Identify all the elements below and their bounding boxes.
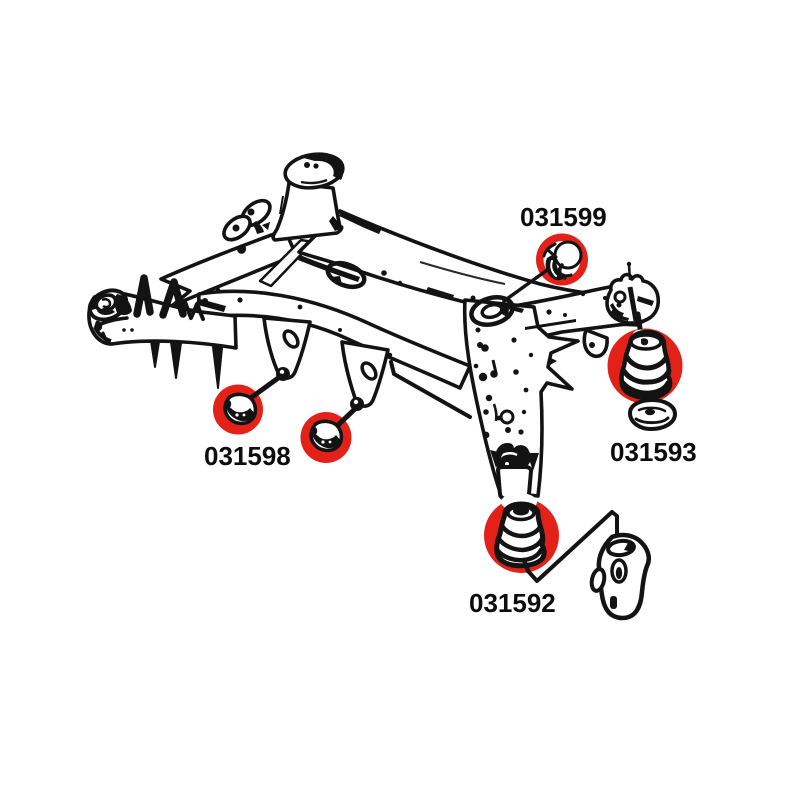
svg-text:031592: 031592	[469, 588, 556, 618]
svg-text:031598: 031598	[204, 441, 291, 471]
svg-text:031593: 031593	[610, 437, 697, 467]
svg-text:031599: 031599	[520, 202, 607, 232]
